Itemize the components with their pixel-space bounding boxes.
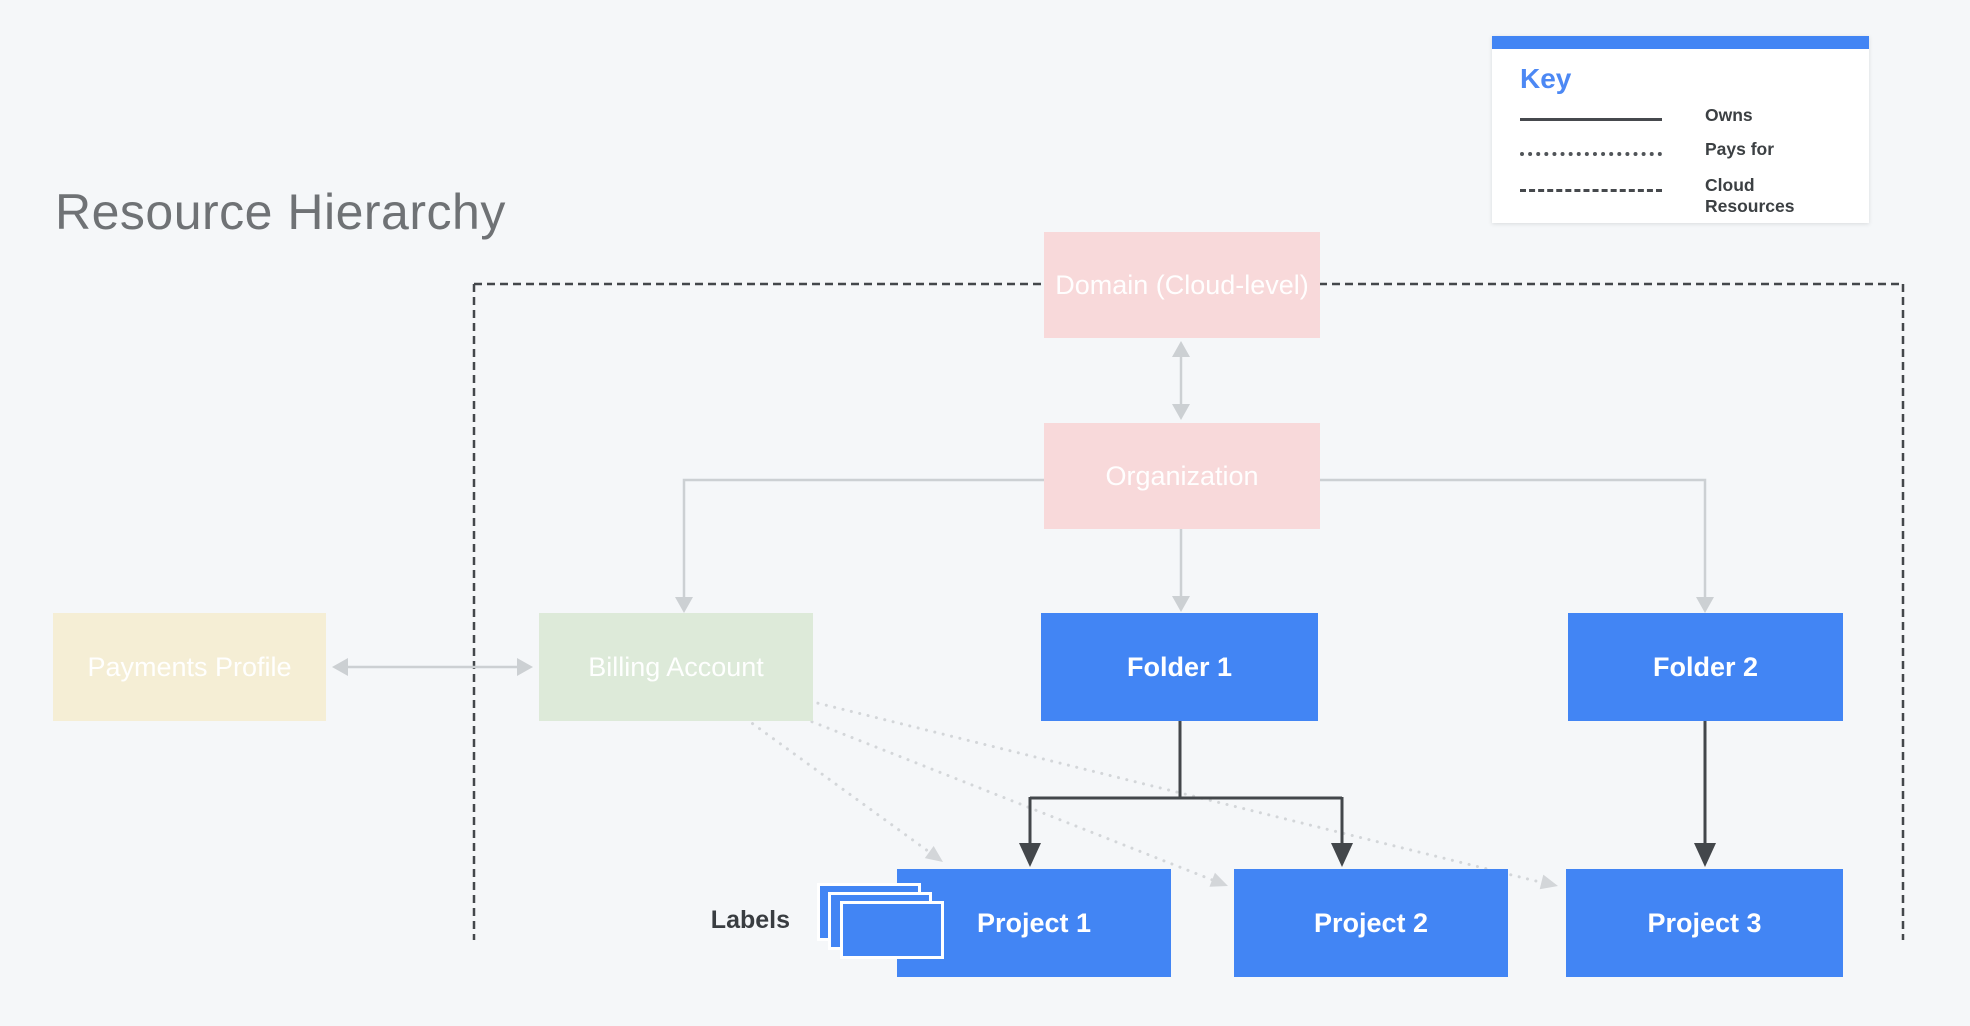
page-title: Resource Hierarchy (55, 184, 506, 240)
node-payments-profile: Payments Profile (53, 613, 326, 721)
node-folder-2: Folder 2 (1568, 613, 1843, 721)
node-payments-profile-label: Payments Profile (87, 651, 292, 682)
node-folder-1-label: Folder 1 (1126, 651, 1233, 682)
labels-caption: Labels (710, 906, 790, 934)
node-folder-2-label: Folder 2 (1652, 651, 1759, 682)
labels-icon (817, 883, 949, 963)
edges-owns-gray (348, 356, 1707, 669)
node-project-2-label: Project 2 (1313, 907, 1429, 938)
owns-arrowheads (332, 341, 1714, 676)
legend-panel: Key Owns Pays for Cloud Resources (1492, 36, 1869, 223)
node-project-2: Project 2 (1234, 869, 1508, 977)
node-project-1: Project 1 (897, 869, 1171, 977)
node-domain-label: Domain (Cloud-level) (1055, 269, 1309, 300)
node-billing-account: Billing Account (539, 613, 813, 721)
edge-org-billing (682, 478, 1044, 598)
node-project-3: Project 3 (1566, 869, 1843, 977)
node-folder-1: Folder 1 (1041, 613, 1318, 721)
node-organization-label: Organization (1105, 460, 1259, 491)
legend-accent-bar (1492, 36, 1869, 49)
node-organization: Organization (1044, 423, 1320, 529)
legend-title: Key (1520, 63, 1572, 94)
boundary-cloud-resources (472, 282, 1905, 940)
node-project-1-label: Project 1 (976, 907, 1092, 938)
label-tag-front (840, 901, 944, 959)
legend-line-sample-dashed (1520, 189, 1662, 192)
legend-line-sample-dotted (1520, 152, 1662, 156)
node-domain: Domain (Cloud-level) (1044, 232, 1320, 338)
dark-arrowheads (1019, 843, 1716, 867)
node-billing-account-label: Billing Account (588, 651, 764, 682)
legend-item-cloud-resources-label: Cloud Resources (1705, 175, 1795, 216)
legend-item-pays-for-label: Pays for (1705, 139, 1775, 159)
legend-line-sample-solid (1520, 118, 1662, 121)
node-project-3-label: Project 3 (1647, 907, 1762, 938)
edges-folders-projects (1028, 721, 1707, 844)
edge-org-folder2 (1320, 478, 1707, 598)
legend-item-owns-label: Owns (1705, 105, 1753, 125)
